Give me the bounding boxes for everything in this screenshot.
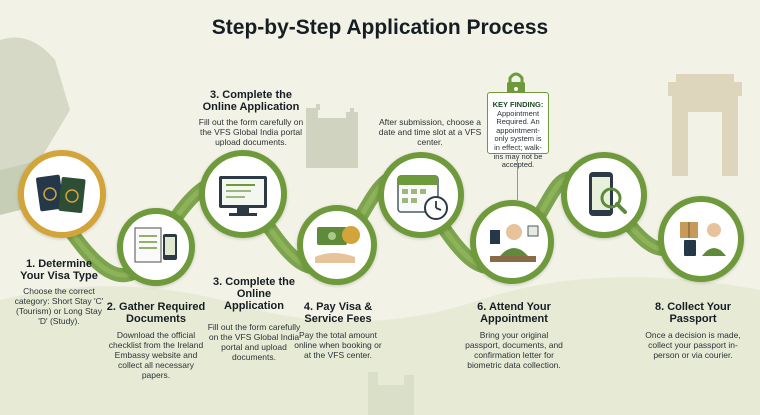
step-5-circle xyxy=(378,152,464,238)
passport-collection-icon xyxy=(680,222,726,256)
phone-search-icon xyxy=(589,172,627,216)
step-3-circle xyxy=(199,150,287,238)
page-title: Step-by-Step Application Process xyxy=(211,16,549,39)
step-5-desc: After submission, choose a date and time… xyxy=(378,117,482,147)
calendar-clock-icon xyxy=(397,175,448,220)
key-finding-text: Appointment Required. An appointment-onl… xyxy=(493,108,543,170)
step-4-title: 4. Pay Visa & Service Fees xyxy=(303,301,373,325)
money-payment-icon xyxy=(315,226,360,263)
checklist-documents-icon xyxy=(134,227,177,263)
step-1-title: 1. Determine Your Visa Type xyxy=(20,258,98,282)
step-8-desc: Once a decision is made, collect your pa… xyxy=(645,330,741,360)
computer-form-icon xyxy=(219,176,267,216)
step-4-circle xyxy=(297,205,377,285)
step-1-desc: Choose the correct category: Short Stay … xyxy=(14,286,104,326)
step-3-title: 3. Complete the Online Application xyxy=(213,276,295,312)
step-3-top-desc: Fill out the form carefully on the VFS G… xyxy=(198,117,304,147)
step-2-desc: Download the official checklist from the… xyxy=(108,330,204,380)
step-1-circle xyxy=(18,150,106,238)
key-finding-callout: KEY FINDING: Appointment Required. An ap… xyxy=(487,92,549,169)
step-2-circle xyxy=(117,208,195,286)
step-3-desc: Fill out the form carefully on the VFS G… xyxy=(207,322,301,362)
step-6-circle xyxy=(470,200,554,284)
step-4-desc: Pay the total amount online when booking… xyxy=(294,330,382,360)
step-7-circle xyxy=(561,152,647,238)
step-6-title: 6. Attend Your Appointment xyxy=(477,301,551,325)
step-3-top-title: 3. Complete the Online Application xyxy=(202,89,300,113)
callout-connector xyxy=(517,160,518,200)
step-8-circle xyxy=(658,196,744,282)
step-2-title: 2. Gather Required Documents xyxy=(106,301,206,325)
key-finding-heading: KEY FINDING: xyxy=(492,100,544,109)
step-6-desc: Bring your original passport, documents,… xyxy=(465,330,563,370)
step-8-title: 8. Collect Your Passport xyxy=(654,301,731,325)
passport-icon xyxy=(36,174,86,213)
biometric-desk-icon xyxy=(490,224,539,262)
